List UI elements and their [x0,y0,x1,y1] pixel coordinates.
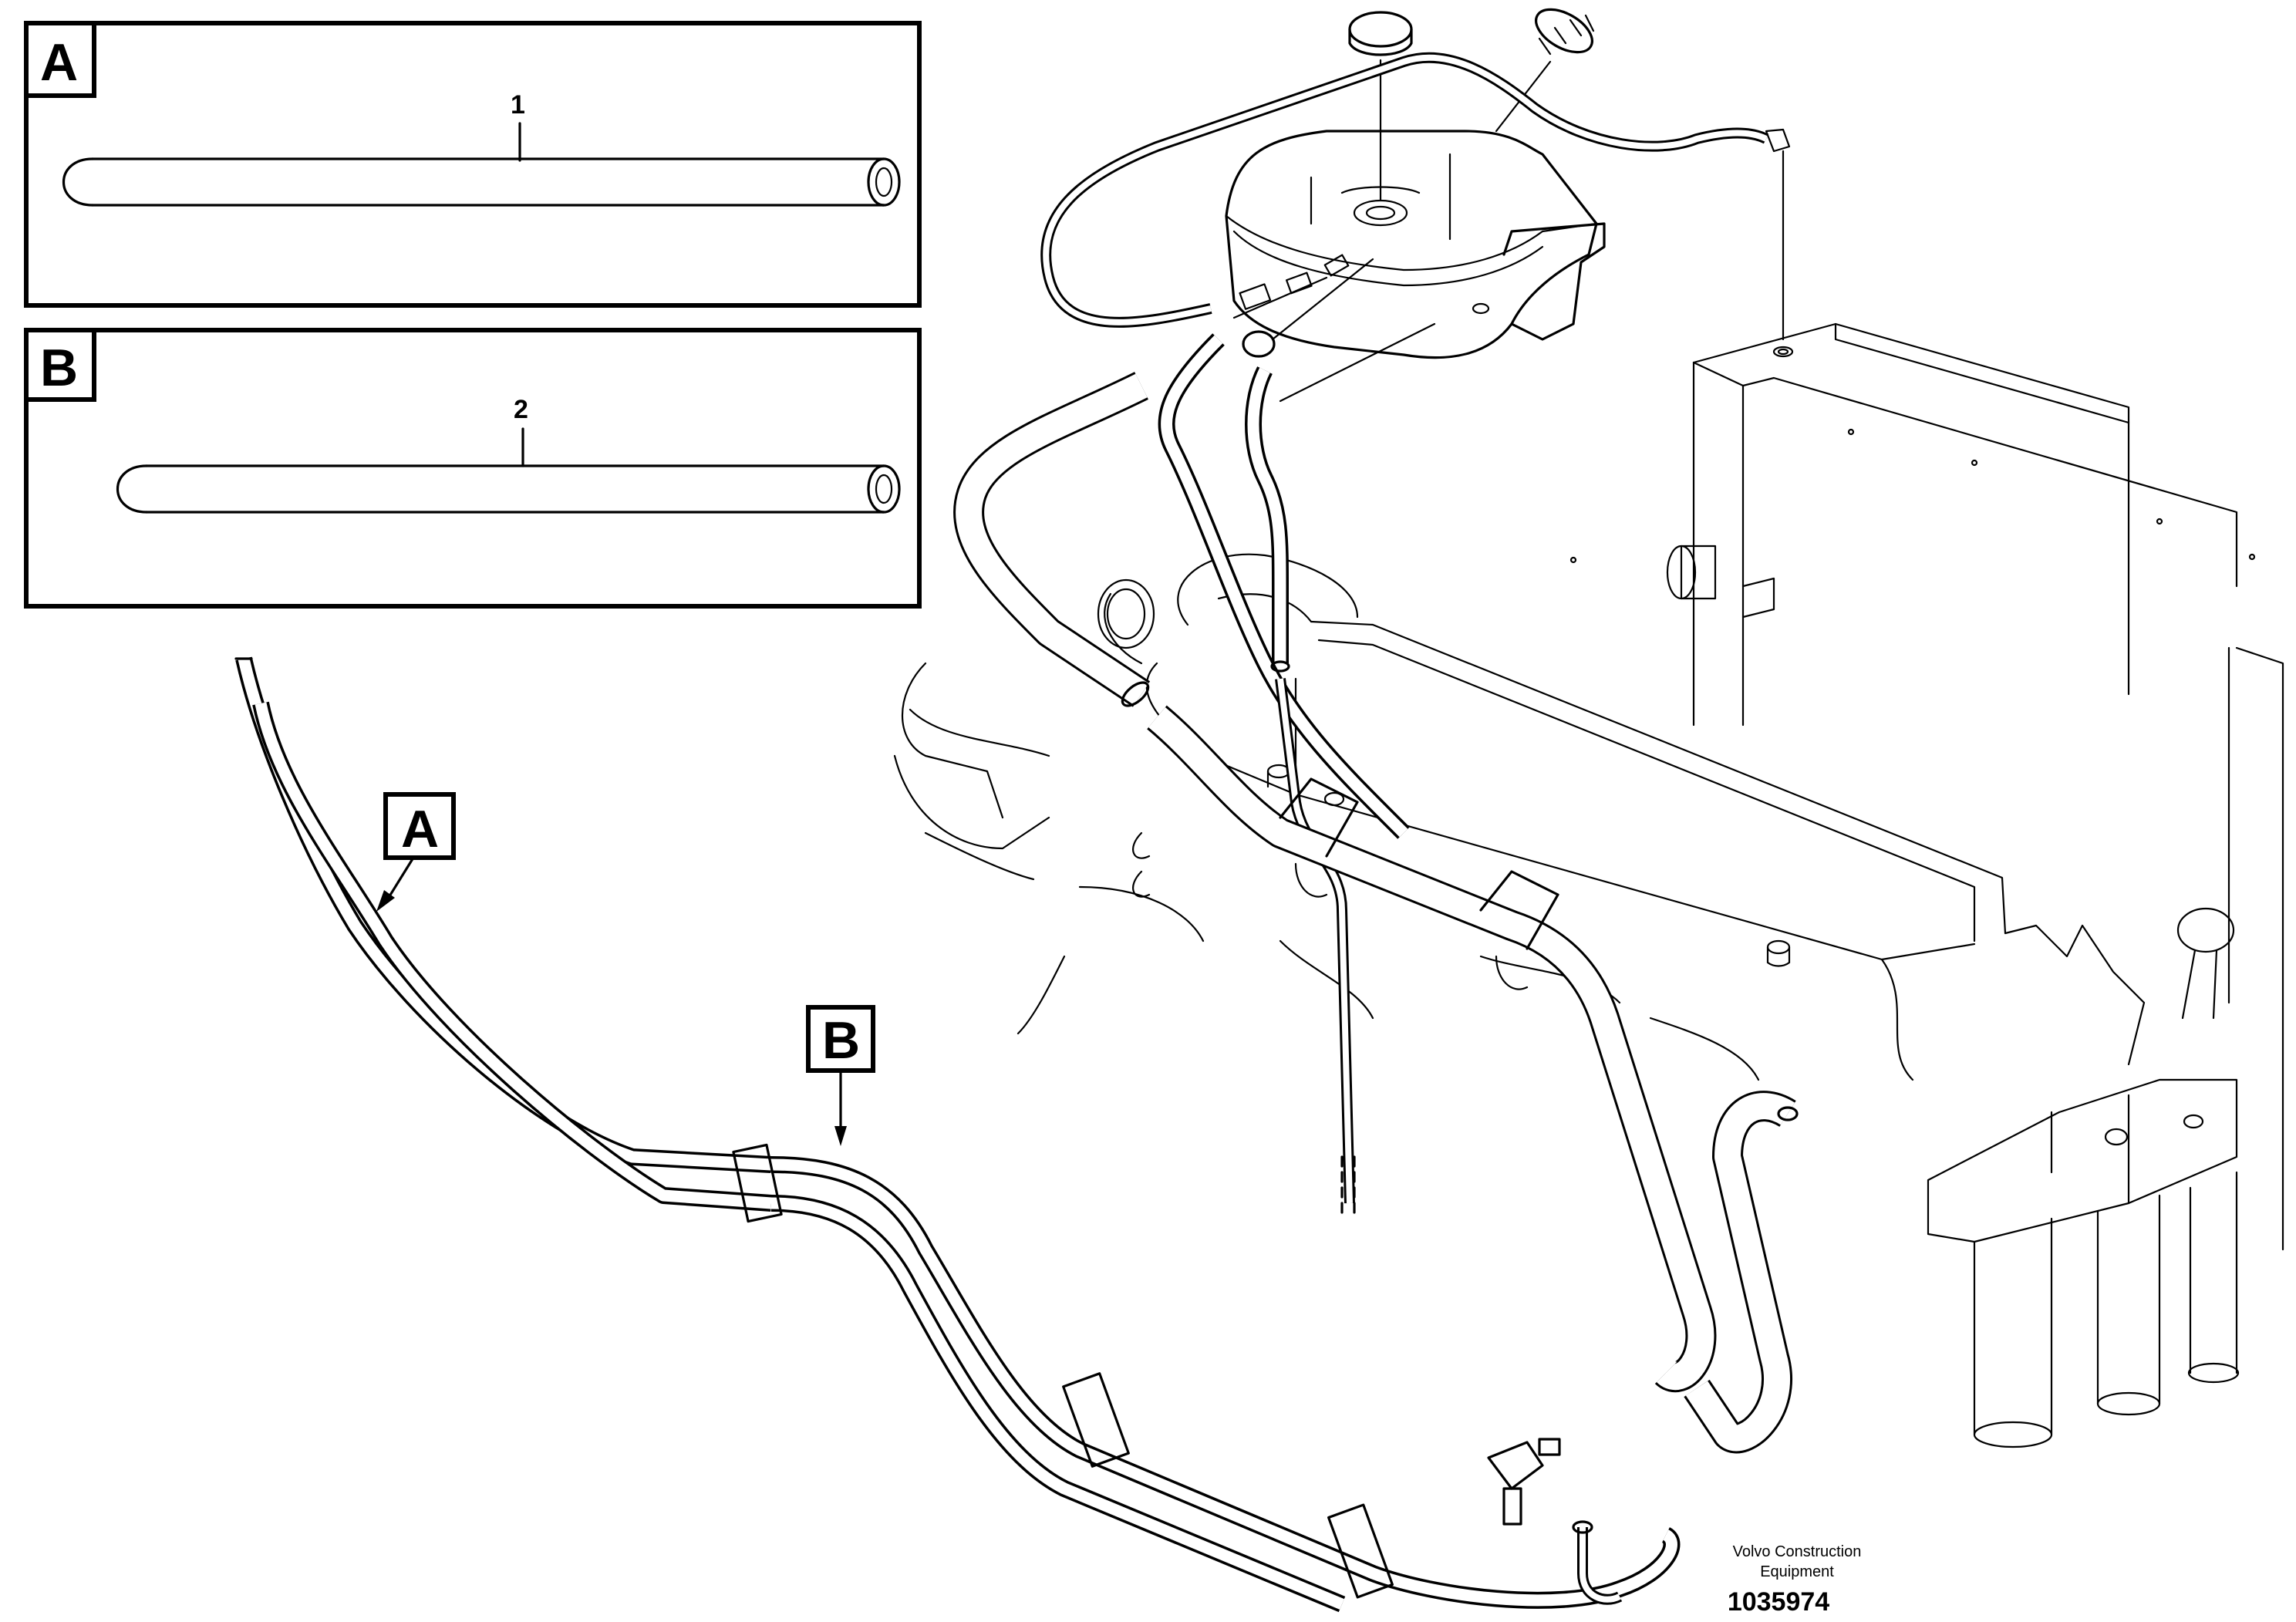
radiator-frame [1569,322,2284,1251]
brand-line-2: Equipment [1760,1563,1834,1580]
hose-label-a-text: A [401,800,439,858]
tank-fittings [1232,254,1436,403]
breather-knob [2176,907,2235,1020]
hose-clamp-1 [732,1143,783,1223]
hose-b-run [252,701,772,1212]
drawing-number: 1035974 [1728,1587,1829,1617]
expansion-tank [1225,130,1606,359]
coolant-pipe-main [953,372,1151,707]
coolant-pipe-over-engine [1147,705,1717,1393]
callout-1: 1 [511,90,525,120]
hose-label-a: A [376,792,456,912]
panel-a-label: A [40,33,78,92]
hose-label-b-text: B [822,1011,860,1070]
return-pipe-right [1684,1091,1799,1454]
hose-part-1 [62,157,901,207]
vent-hose-right [1245,366,1290,673]
overflow-hose [1040,52,1791,341]
engine-block [893,553,2146,1081]
detail-panel-b: B 2 [24,328,922,609]
hose-a-run [234,656,772,1173]
fuel-filter-assembly [1927,1078,2240,1448]
detail-panel-a: A 1 [24,21,922,308]
footer-block: Volvo Construction Equipment 1035974 [1728,1543,1862,1617]
brand-line-1: Volvo Construction [1733,1543,1862,1560]
filler-cap-upper [1348,11,1413,202]
hose-clamp-2 [1062,1372,1130,1468]
vent-hose-left [1158,333,1410,839]
hose-label-b: B [806,1005,875,1146]
panel-b-label: B [40,339,78,397]
hose-part-2 [116,464,901,514]
callout-2: 2 [514,395,528,424]
radiator-plug [1666,545,1717,600]
hose-combined-run [770,1156,1681,1613]
hose-clamp-3 [1327,1503,1394,1599]
elbow-fitting [1487,1438,1623,1605]
